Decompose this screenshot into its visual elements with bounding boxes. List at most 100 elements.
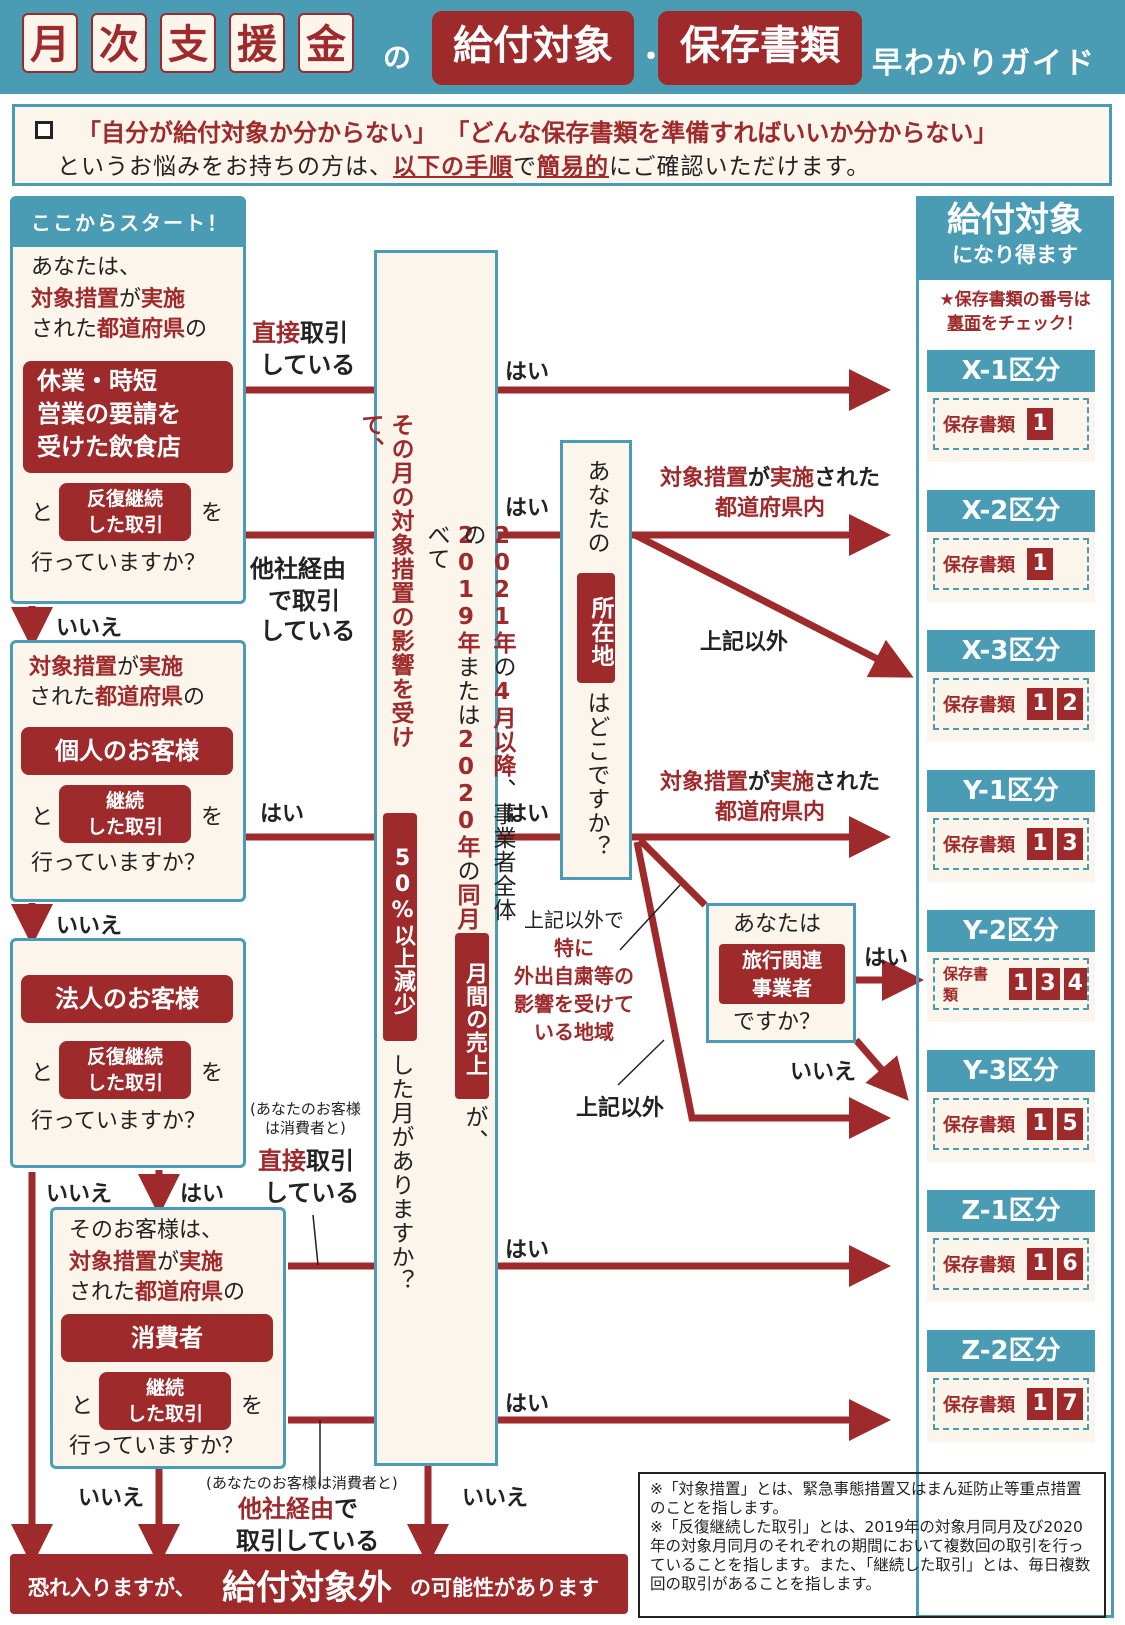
- not-eligible-tail: の可能性があります: [410, 1576, 599, 1600]
- intro-worry-1: 「自分が給付対象か分からない」: [77, 119, 437, 147]
- label-no: いいえ: [56, 616, 123, 641]
- note-customer-1: (あなたのお客様 は消費者と): [250, 1100, 361, 1137]
- q1-text: された: [31, 317, 98, 342]
- q2-implement: 実施: [139, 655, 184, 680]
- result-doc-number: 3: [1057, 828, 1083, 860]
- q1-restaurant-box: 休業・時短 営業の要請を 受けた飲食店: [23, 361, 233, 473]
- branch-measure: 対象措置: [659, 466, 748, 491]
- branch-area: いる地域: [534, 1020, 614, 1044]
- q4-text: された: [69, 1280, 136, 1305]
- not-eligible-bar: 恐れ入りますが、 給付対象外 の可能性があります: [10, 1554, 628, 1614]
- central-ga: が、: [461, 1105, 487, 1153]
- q4-implement: 実施: [179, 1250, 224, 1275]
- central-2021: 2021年: [489, 523, 515, 655]
- q1-line1: あなたは、: [31, 255, 142, 280]
- start-panel: ここからスタート！ あなたは、 対象措置が実施 された都道府県の 休業・時短 営…: [10, 196, 246, 604]
- q2-question: 行っていますか？: [31, 851, 206, 876]
- q1-repeat-box: 反復継続 した取引: [59, 483, 191, 541]
- q3-panel: 法人のお客様 と 反復継続 した取引 を 行っていますか？: [10, 938, 246, 1168]
- title-no: の: [383, 41, 412, 74]
- label-doing-trade: 取引している: [236, 1527, 380, 1555]
- title-char: 金: [298, 13, 354, 73]
- q2-panel: 対象措置が実施 された都道府県の 個人のお客様 と 継続 した取引 を 行ってい…: [10, 640, 246, 902]
- intro-text: で: [513, 154, 537, 180]
- arrow-y3a: [853, 1037, 909, 1101]
- result-doc-number: 7: [1057, 1388, 1083, 1420]
- branch-text: された: [814, 466, 881, 491]
- label-yes: はい: [260, 802, 305, 827]
- intro-text: にご確認いただけます。: [609, 154, 871, 180]
- central-text: 、事業者全体の: [459, 523, 515, 922]
- result-doc-number: 1: [1027, 688, 1053, 720]
- title-tail: 早わかりガイド: [872, 46, 1096, 81]
- note-repeat: ※「反復継続した取引」とは、2019年の対象月同月及び2020年の対象月同月のそ…: [650, 1518, 1091, 1593]
- q1-text: が: [119, 287, 142, 312]
- q3-wo: を: [201, 1061, 224, 1086]
- result-name: X-2区分: [927, 490, 1095, 532]
- central-text: の: [453, 859, 479, 883]
- q1-prefecture: 都道府県: [97, 317, 186, 342]
- q1-to: と: [31, 501, 54, 526]
- q4-continue-box: 継続 した取引: [99, 1372, 231, 1430]
- q1-implement: 実施: [141, 287, 186, 312]
- result-header: 給付対象 になり得ます: [919, 196, 1111, 280]
- q2-prefecture: 都道府県: [95, 685, 184, 710]
- branch-especially: 特に: [554, 936, 594, 960]
- travel-box: 旅行関連 事業者: [719, 944, 845, 1004]
- result-docs: 保存書類 1: [933, 398, 1089, 450]
- result-doc-number: 1: [1027, 1108, 1053, 1140]
- label-yes: はい: [505, 360, 550, 385]
- result-doc-number: 1: [1027, 1248, 1053, 1280]
- result-doc-label: 保存書類: [943, 415, 1015, 436]
- arrow-x3: [633, 531, 914, 678]
- q3-question: 行っていますか？: [31, 1109, 206, 1134]
- label-no: いいえ: [790, 1060, 857, 1085]
- central-april: 4月以降: [489, 679, 515, 778]
- notes-box: ※「対象措置」とは、緊急事態措置又はまん延防止等重点措置のことを指します。 ※「…: [638, 1472, 1106, 1618]
- result-sub: になり得ます: [952, 243, 1078, 267]
- branch-other-2: 上記以外: [576, 1096, 665, 1121]
- title-char: 支: [160, 13, 216, 73]
- label-yes: はい: [505, 1238, 550, 1263]
- q2-to: と: [31, 805, 54, 830]
- header-bar: 月 次 支 援 金 の 給付対象 ・ 保存書類 早わかりガイド: [0, 0, 1125, 94]
- label-yes: はい: [505, 802, 550, 827]
- checkbox-icon: [35, 121, 53, 139]
- result-name: Y-3区分: [927, 1050, 1095, 1092]
- title-box-target: 給付対象: [432, 11, 634, 85]
- result-title: 給付対象: [947, 200, 1083, 240]
- result-note: ★保存書類の番号は 裏面をチェック！: [919, 288, 1111, 336]
- q4-question: 行っていますか？: [69, 1434, 244, 1459]
- label-doing: している: [260, 617, 356, 645]
- branch-implement: 実施: [770, 770, 815, 795]
- q2-continue-box: 継続 した取引: [59, 785, 191, 843]
- result-doc-number: 1: [1008, 968, 1033, 1000]
- label-no: いいえ: [56, 914, 123, 939]
- result-doc-number: 1: [1027, 828, 1053, 860]
- q4-text: の: [223, 1280, 246, 1305]
- title-box-docs: 保存書類: [658, 11, 862, 85]
- label-no: いいえ: [46, 1182, 113, 1207]
- result-name: Y-1区分: [927, 770, 1095, 812]
- result-column: 給付対象 になり得ます ★保存書類の番号は 裏面をチェック！: [916, 196, 1114, 1618]
- q1-question: 行っていますか？: [31, 551, 206, 576]
- travel-panel: あなたは 旅行関連 事業者 ですか？: [706, 903, 856, 1043]
- label-text: 取引: [300, 319, 348, 347]
- intro-text: というお悩みをお持ちの方は、: [57, 154, 393, 180]
- branch-affected: 影響を受けて: [514, 992, 634, 1016]
- q4-wo: を: [241, 1394, 264, 1419]
- intro-worry-2: 「どんな保存書類を準備すればいいか分からない」: [445, 119, 998, 147]
- result-name: X-3区分: [927, 630, 1095, 672]
- result-doc-number: 1: [1027, 408, 1053, 440]
- central-text: または: [453, 655, 479, 727]
- label-text: 取引: [306, 1147, 354, 1175]
- label-no: いいえ: [78, 1486, 145, 1511]
- central-text: の: [489, 655, 515, 679]
